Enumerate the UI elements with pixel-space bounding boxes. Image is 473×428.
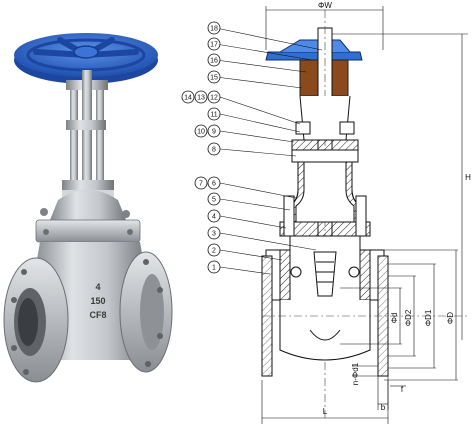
dim-bolt-holes: n-Φd1 xyxy=(351,362,360,385)
body-marking: 4 xyxy=(95,282,100,292)
callout-17: 17 xyxy=(207,37,313,61)
sectional-drawing xyxy=(261,10,470,420)
svg-text:14: 14 xyxy=(184,95,192,102)
svg-text:18: 18 xyxy=(210,26,218,33)
dim-height: H xyxy=(465,173,471,182)
svg-text:15: 15 xyxy=(210,75,218,82)
svg-text:17: 17 xyxy=(210,42,218,49)
dimension-labels: ΦW H Φd ΦD2 ΦD1 ΦD n-Φd1 b f L xyxy=(318,1,471,416)
svg-text:3: 3 xyxy=(212,231,216,238)
dim-handwheel-diameter: ΦW xyxy=(318,1,332,10)
handwheel-photo xyxy=(14,33,158,84)
dim-bore: Φd xyxy=(390,313,399,324)
svg-text:8: 8 xyxy=(212,147,216,154)
dim-bolt-circle: ΦD1 xyxy=(424,309,433,326)
callout-4: 4 xyxy=(207,209,287,229)
valve-photo: 4 150 CF8 xyxy=(3,33,173,383)
svg-text:10: 10 xyxy=(197,129,205,136)
callout-9: 9 xyxy=(207,124,295,143)
callout-8: 8 xyxy=(207,142,297,157)
svg-text:9: 9 xyxy=(212,129,216,136)
callout-15: 15 xyxy=(207,70,303,89)
handwheel-drawing xyxy=(265,51,363,61)
body-marking: 150 xyxy=(90,296,105,306)
callout-5: 5 xyxy=(207,192,291,211)
callout-11: 11 xyxy=(207,107,301,133)
dim-face-to-face: L xyxy=(323,407,328,416)
svg-text:12: 12 xyxy=(210,95,218,102)
callout-18: 18 xyxy=(207,21,323,51)
callout-16: 16 xyxy=(207,53,307,73)
dimensions xyxy=(261,6,468,424)
callout-14: 14 xyxy=(181,90,195,104)
svg-text:6: 6 xyxy=(212,181,216,188)
body-photo xyxy=(3,242,173,383)
dim-flange-thickness: b xyxy=(381,403,386,412)
callout-10: 10 xyxy=(194,124,208,138)
dim-raised-face-height: f xyxy=(401,385,404,394)
dim-raised-face: ΦD2 xyxy=(404,309,413,326)
dim-flange-outer: ΦD xyxy=(446,312,455,324)
callout-2: 2 xyxy=(207,243,283,261)
callout-3: 3 xyxy=(207,226,317,251)
svg-text:1: 1 xyxy=(212,265,216,272)
svg-text:7: 7 xyxy=(199,181,203,188)
svg-text:5: 5 xyxy=(212,197,216,204)
callout-13: 13 xyxy=(194,90,208,104)
callout-12: 12 xyxy=(207,90,301,125)
bonnet-photo xyxy=(35,190,141,243)
svg-text:2: 2 xyxy=(212,248,216,255)
callout-6: 6 xyxy=(207,176,297,199)
svg-text:16: 16 xyxy=(210,58,218,65)
svg-text:4: 4 xyxy=(212,214,216,221)
callouts: 18 17 16 15 14 13 12 xyxy=(181,21,323,275)
svg-text:11: 11 xyxy=(210,112,217,119)
callout-1: 1 xyxy=(207,260,271,275)
svg-text:13: 13 xyxy=(197,95,205,102)
yoke-photo xyxy=(62,70,114,208)
callout-7: 7 xyxy=(194,176,208,190)
body-marking: CF8 xyxy=(89,310,106,320)
